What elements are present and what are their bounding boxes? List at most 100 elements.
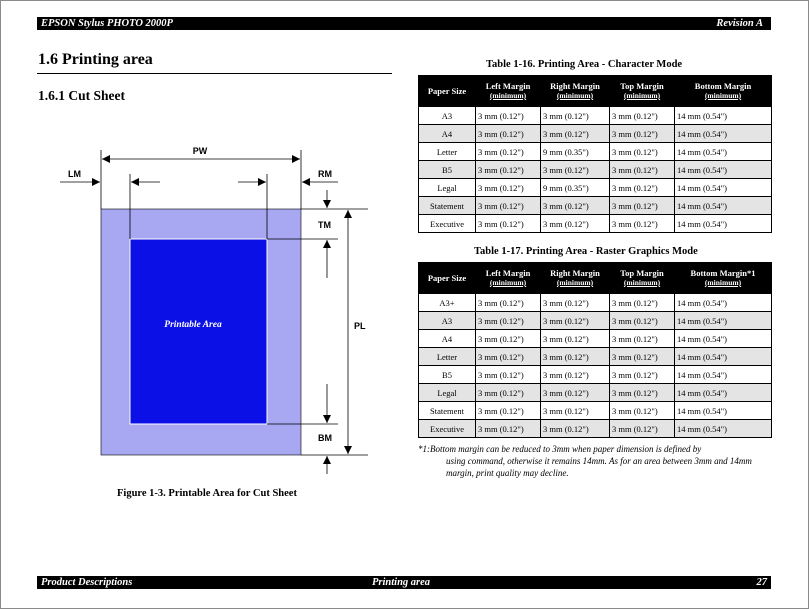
column-header-sublabel: (minimum) bbox=[704, 278, 742, 287]
margin-cell: 14 mm (0.54") bbox=[674, 365, 772, 384]
margin-cell: 3 mm (0.12") bbox=[609, 383, 675, 402]
margin-cell: 3 mm (0.12") bbox=[475, 124, 541, 143]
margin-cell: 14 mm (0.54") bbox=[674, 401, 772, 420]
margin-cell: 3 mm (0.12") bbox=[609, 214, 675, 233]
pw-label: PW bbox=[193, 146, 208, 156]
column-header-sublabel: (minimum) bbox=[489, 91, 527, 100]
margin-cell: 3 mm (0.12") bbox=[609, 329, 675, 348]
margin-cell: 3 mm (0.12") bbox=[475, 365, 541, 384]
column-header-sublabel: (minimum) bbox=[623, 278, 661, 287]
table-row: A3+3 mm (0.12")3 mm (0.12")3 mm (0.12")1… bbox=[418, 293, 772, 312]
margin-cell: 3 mm (0.12") bbox=[540, 383, 610, 402]
column-header-label: Right Margin bbox=[550, 268, 600, 278]
margin-cell: 14 mm (0.54") bbox=[674, 142, 772, 161]
footer-left: Product Descriptions bbox=[41, 577, 133, 588]
printable-rect bbox=[129, 238, 268, 425]
margin-cell: 3 mm (0.12") bbox=[540, 293, 610, 312]
column-header-sublabel: (minimum) bbox=[704, 91, 742, 100]
bm-label: BM bbox=[318, 433, 332, 443]
column-header: Bottom Margin*1(minimum) bbox=[674, 262, 772, 294]
paper-size-cell: A3 bbox=[418, 311, 476, 330]
paper-size-cell: Statement bbox=[418, 196, 476, 215]
margin-cell: 3 mm (0.12") bbox=[609, 311, 675, 330]
column-header: Right Margin(minimum) bbox=[540, 262, 610, 294]
paper-size-cell: Legal bbox=[418, 178, 476, 197]
margin-cell: 14 mm (0.54") bbox=[674, 106, 772, 125]
margin-cell: 3 mm (0.12") bbox=[540, 365, 610, 384]
margin-cell: 3 mm (0.12") bbox=[475, 106, 541, 125]
margin-cell: 3 mm (0.12") bbox=[475, 214, 541, 233]
margin-cell: 3 mm (0.12") bbox=[475, 293, 541, 312]
column-header-sublabel: (minimum) bbox=[489, 278, 527, 287]
margin-cell: 14 mm (0.54") bbox=[674, 383, 772, 402]
column-header-label: Right Margin bbox=[550, 81, 600, 91]
paper-size-cell: A4 bbox=[418, 124, 476, 143]
margin-cell: 3 mm (0.12") bbox=[475, 419, 541, 438]
pl-label: PL bbox=[354, 321, 366, 331]
table-raster-caption: Table 1-17. Printing Area - Raster Graph… bbox=[474, 246, 698, 257]
paper-size-cell: A3+ bbox=[418, 293, 476, 312]
margin-cell: 14 mm (0.54") bbox=[674, 329, 772, 348]
column-header-label: Paper Size bbox=[427, 86, 467, 96]
column-header-label: Left Margin bbox=[485, 81, 531, 91]
margin-cell: 3 mm (0.12") bbox=[609, 160, 675, 179]
margin-cell: 3 mm (0.12") bbox=[540, 347, 610, 366]
paper-size-cell: Letter bbox=[418, 347, 476, 366]
column-header-label: Bottom Margin bbox=[694, 81, 752, 91]
footer-center: Printing area bbox=[372, 577, 431, 588]
margin-cell: 3 mm (0.12") bbox=[609, 178, 675, 197]
footnote: *1:Bottom margin can be reduced to 3mm w… bbox=[418, 443, 763, 479]
margin-cell: 14 mm (0.54") bbox=[674, 311, 772, 330]
lm-label: LM bbox=[68, 169, 81, 179]
column-header-label: Top Margin bbox=[620, 268, 664, 278]
margin-cell: 9 mm (0.35") bbox=[540, 142, 610, 161]
margin-cell: 3 mm (0.12") bbox=[475, 178, 541, 197]
margin-cell: 3 mm (0.12") bbox=[540, 160, 610, 179]
column-header: Left Margin(minimum) bbox=[475, 262, 541, 294]
margin-cell: 14 mm (0.54") bbox=[674, 124, 772, 143]
column-header-label: Paper Size bbox=[427, 273, 467, 283]
margin-cell: 3 mm (0.12") bbox=[609, 401, 675, 420]
footnote-continuation: using command, otherwise it remains 14mm… bbox=[446, 456, 752, 478]
header-revision: Revision A bbox=[716, 18, 763, 29]
margin-cell: 14 mm (0.54") bbox=[674, 178, 772, 197]
column-header: Right Margin(minimum) bbox=[540, 75, 610, 107]
margin-cell: 3 mm (0.12") bbox=[475, 311, 541, 330]
column-header: Paper Size bbox=[418, 75, 476, 107]
paper-size-cell: B5 bbox=[418, 160, 476, 179]
column-header-sublabel: (minimum) bbox=[623, 91, 661, 100]
margin-cell: 3 mm (0.12") bbox=[540, 124, 610, 143]
margin-cell: 14 mm (0.54") bbox=[674, 196, 772, 215]
rm-label: RM bbox=[318, 169, 332, 179]
margin-cell: 14 mm (0.54") bbox=[674, 347, 772, 366]
margin-cell: 3 mm (0.12") bbox=[540, 106, 610, 125]
margin-cell: 3 mm (0.12") bbox=[609, 365, 675, 384]
margin-cell: 3 mm (0.12") bbox=[609, 347, 675, 366]
tm-label: TM bbox=[318, 220, 331, 230]
margin-cell: 14 mm (0.54") bbox=[674, 160, 772, 179]
header-bar: EPSON Stylus PHOTO 2000P Revision A bbox=[37, 17, 771, 30]
margin-cell: 3 mm (0.12") bbox=[609, 142, 675, 161]
column-header-label: Left Margin bbox=[485, 268, 531, 278]
margin-cell: 14 mm (0.54") bbox=[674, 419, 772, 438]
paper-size-cell: Executive bbox=[418, 214, 476, 233]
margin-cell: 3 mm (0.12") bbox=[540, 329, 610, 348]
margin-cell: 3 mm (0.12") bbox=[475, 401, 541, 420]
margin-cell: 9 mm (0.35") bbox=[540, 178, 610, 197]
figure-caption: Figure 1-3. Printable Area for Cut Sheet bbox=[117, 488, 297, 499]
paper-size-cell: Statement bbox=[418, 401, 476, 420]
column-header: Paper Size bbox=[418, 262, 476, 294]
paper-size-cell: Legal bbox=[418, 383, 476, 402]
margin-cell: 3 mm (0.12") bbox=[475, 347, 541, 366]
margin-cell: 3 mm (0.12") bbox=[475, 196, 541, 215]
column-header: Left Margin(minimum) bbox=[475, 75, 541, 107]
